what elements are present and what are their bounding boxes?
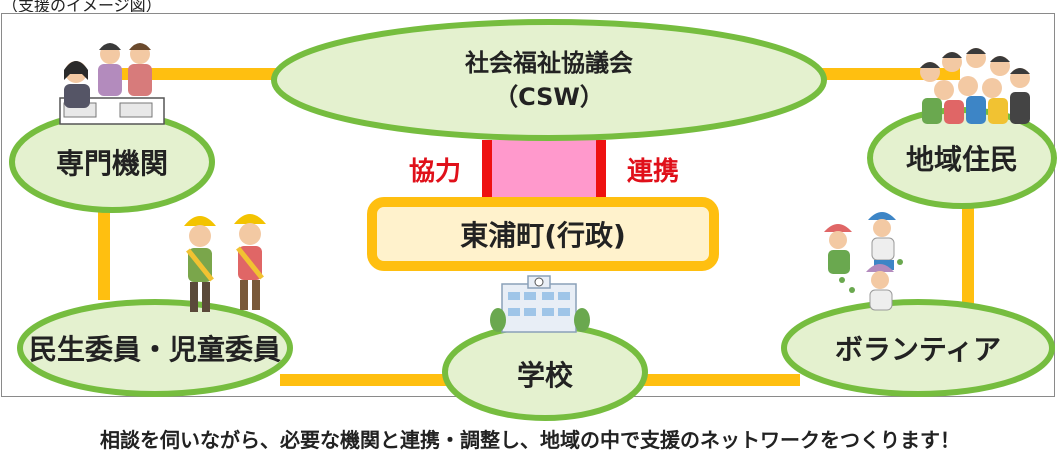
welfare-node-label: 民生委員・児童委員 <box>28 333 281 366</box>
link-bar-right <box>596 140 606 198</box>
link-bar-left <box>482 140 492 198</box>
crowd-illustration-icon <box>920 48 1030 124</box>
volunteer-node-label: ボランティア <box>834 333 1002 366</box>
admin-label: 東浦町(行政) <box>460 219 626 252</box>
link-band <box>486 140 600 198</box>
ellipse-center <box>271 19 827 141</box>
specialist-node-label: 専門機関 <box>55 147 168 180</box>
link-label-left: 協力 <box>408 156 461 187</box>
admin-box <box>367 197 719 271</box>
ellipse-welfare <box>17 299 293 397</box>
crossing-guards-illustration-icon <box>184 214 266 312</box>
figure-caption: （支援のイメージ図） <box>2 0 162 12</box>
center-node-title: 社会福祉協議会 <box>465 49 633 77</box>
footer-message: 相談を伺いながら、必要な機関と連携・調整し、地域の中で支援のネットワークをつくり… <box>100 427 960 452</box>
school-building-icon <box>490 275 590 333</box>
volunteers-cleanup-illustration-icon <box>824 212 903 311</box>
ellipse-volunteer <box>781 299 1055 397</box>
residents-node-label: 地域住民 <box>905 143 1018 176</box>
center-node-label: 社会福祉協議会 （CSW） <box>374 44 724 116</box>
consultation-illustration-icon <box>59 43 165 125</box>
link-label-right: 連携 <box>626 156 679 187</box>
center-node-subtitle: （CSW） <box>494 83 604 111</box>
school-node-label: 学校 <box>516 359 573 392</box>
